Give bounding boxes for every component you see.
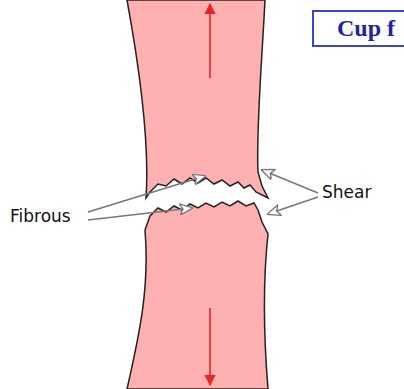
upper-specimen <box>127 0 268 198</box>
leader-line <box>262 170 318 193</box>
region-label: Shear <box>320 182 373 202</box>
leader-line <box>88 208 192 220</box>
tension-arrow <box>209 308 211 385</box>
leader-line <box>88 176 205 212</box>
tension-arrow <box>209 4 211 78</box>
title-text: Cup f <box>334 15 398 41</box>
leader-line <box>268 197 318 214</box>
region-label: Fibrous <box>8 206 73 226</box>
lower-specimen <box>127 201 268 389</box>
title-box: Cup f <box>312 10 404 47</box>
